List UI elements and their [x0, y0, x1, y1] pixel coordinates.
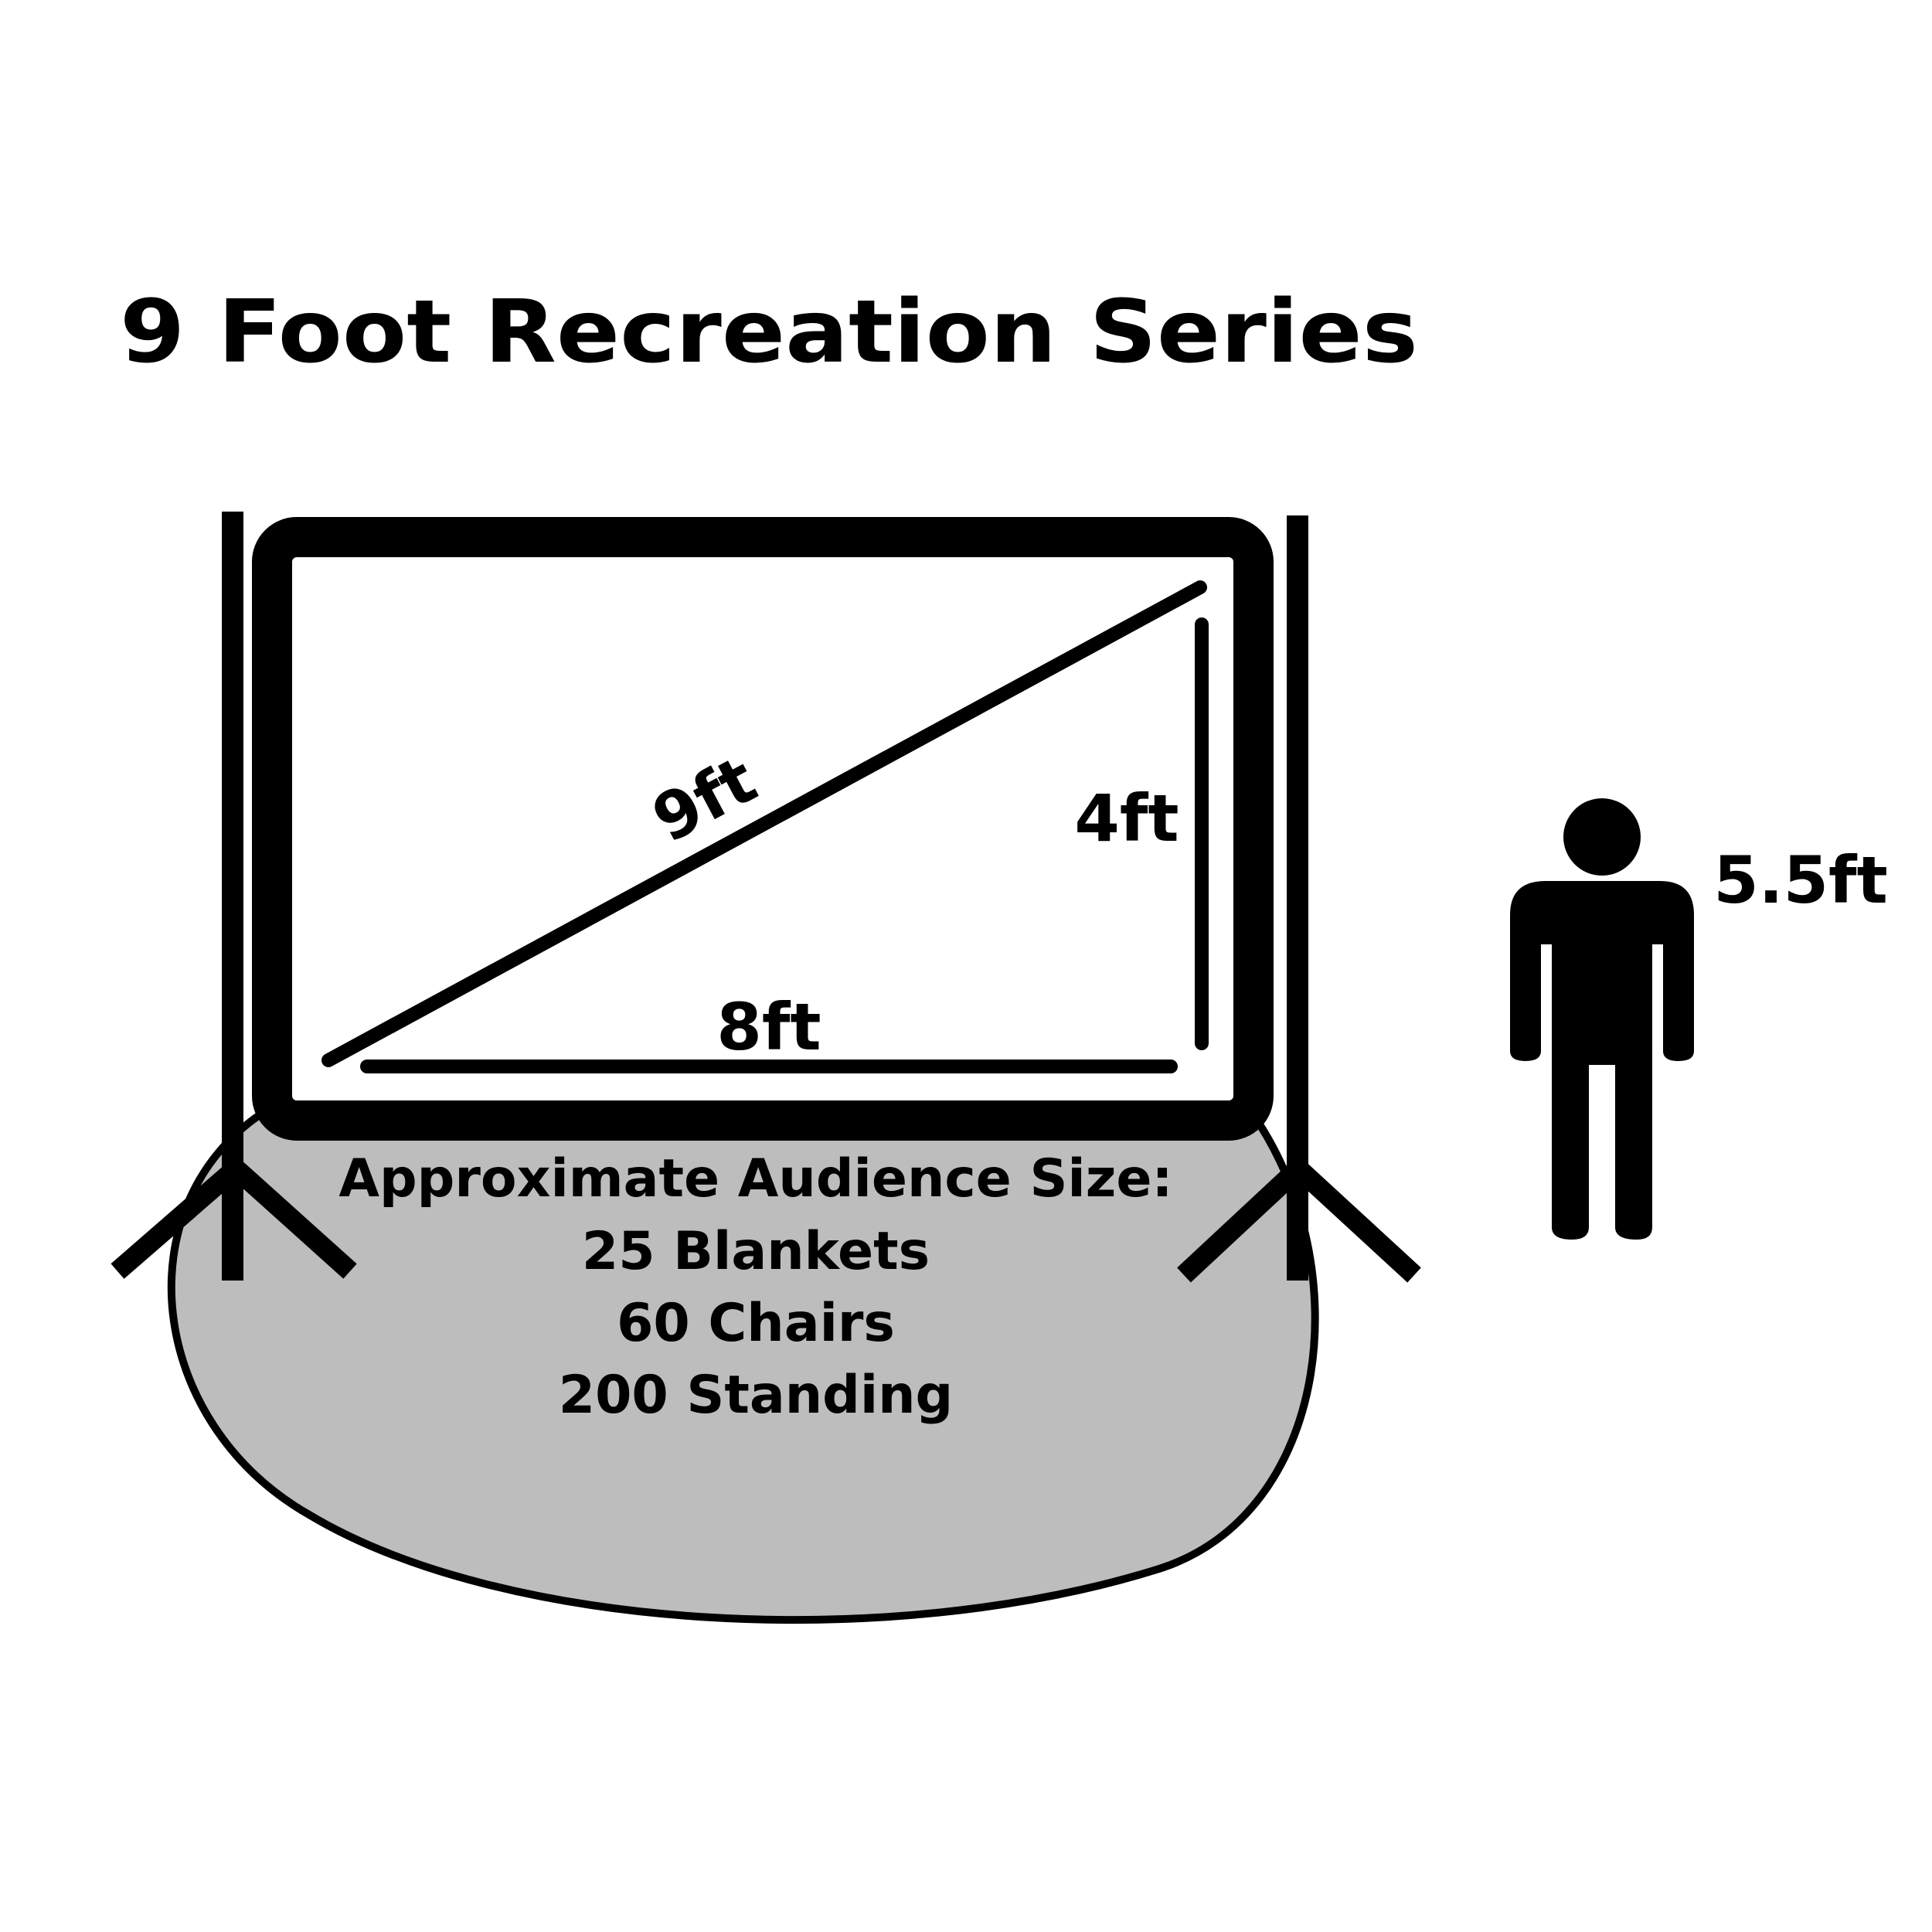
person-height-label: 5.5ft — [1713, 842, 1888, 918]
audience-line-blankets: 25 Blankets — [582, 1221, 930, 1282]
height-label: 4ft — [1074, 781, 1179, 856]
person-icon — [1510, 798, 1694, 1240]
audience-line-standing: 200 Standing — [559, 1365, 953, 1426]
left-support-stand — [111, 512, 357, 1281]
audience-line-chairs: 60 Chairs — [617, 1293, 895, 1354]
width-label: 8ft — [716, 989, 821, 1065]
diagonal-measure-line — [321, 580, 1207, 1067]
audience-area — [167, 1109, 1319, 1624]
page-title: 9 Foot Recreation Series — [120, 282, 1418, 383]
right-support-stand — [1177, 515, 1421, 1283]
audience-heading: Approximate Audience Size: — [338, 1148, 1172, 1209]
